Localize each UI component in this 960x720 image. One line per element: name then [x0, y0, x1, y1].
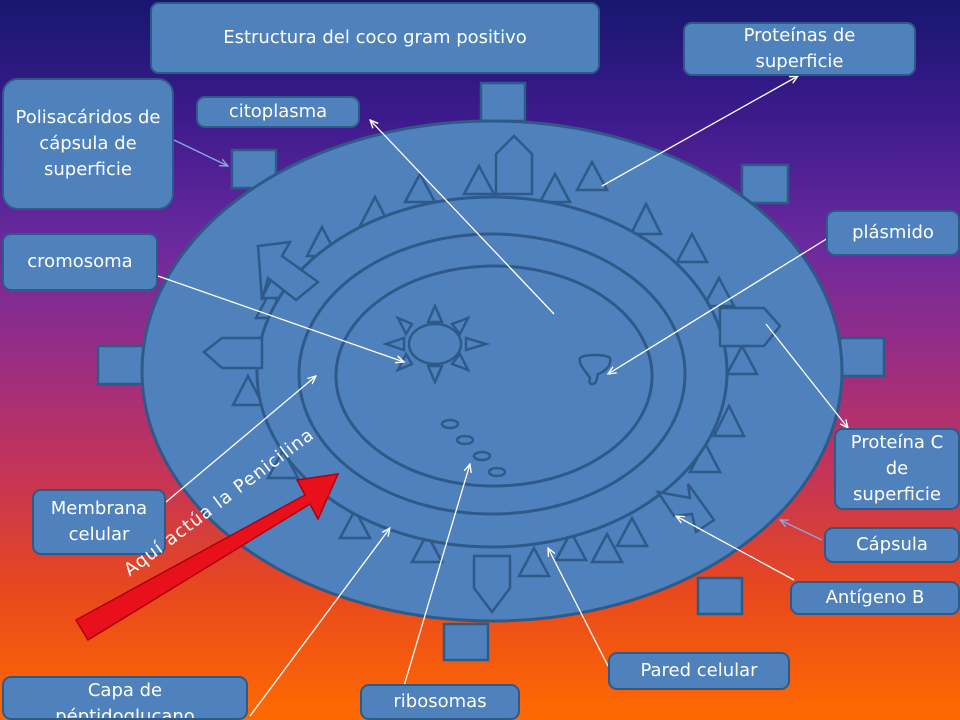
label-pared-celular: Pared celular — [608, 652, 790, 690]
surface-proteins — [202, 134, 782, 615]
plasmid — [578, 353, 612, 386]
label-proteina-c: Proteína C de superficie — [834, 428, 960, 510]
label-peptidoglucano: Capa de péptidoglucano — [2, 676, 248, 720]
page-title: Estructura del coco gram positivo — [150, 2, 600, 74]
capsule-squares — [96, 81, 886, 662]
penicillin-arrow — [74, 473, 340, 642]
label-plasmido: plásmido — [826, 210, 960, 256]
label-antigeno-b: Antígeno B — [790, 581, 960, 615]
label-ribosomas: ribosomas — [360, 684, 520, 720]
cytoplasm — [334, 264, 654, 488]
label-polisacaridos: Polisacáridos de cápsula de superficie — [2, 78, 174, 210]
chromosome — [382, 302, 491, 386]
label-membrana-celular: Membrana celular — [32, 489, 166, 555]
pointer-lines — [157, 76, 848, 717]
label-cromosoma: cromosoma — [2, 233, 158, 291]
ribosomes — [440, 418, 507, 478]
label-citoplasma: citoplasma — [196, 96, 360, 128]
pointer-lines-blue — [173, 139, 823, 541]
label-capsula: Cápsula — [824, 527, 960, 563]
label-proteinas-superficie: Proteínas de superficie — [683, 22, 916, 76]
